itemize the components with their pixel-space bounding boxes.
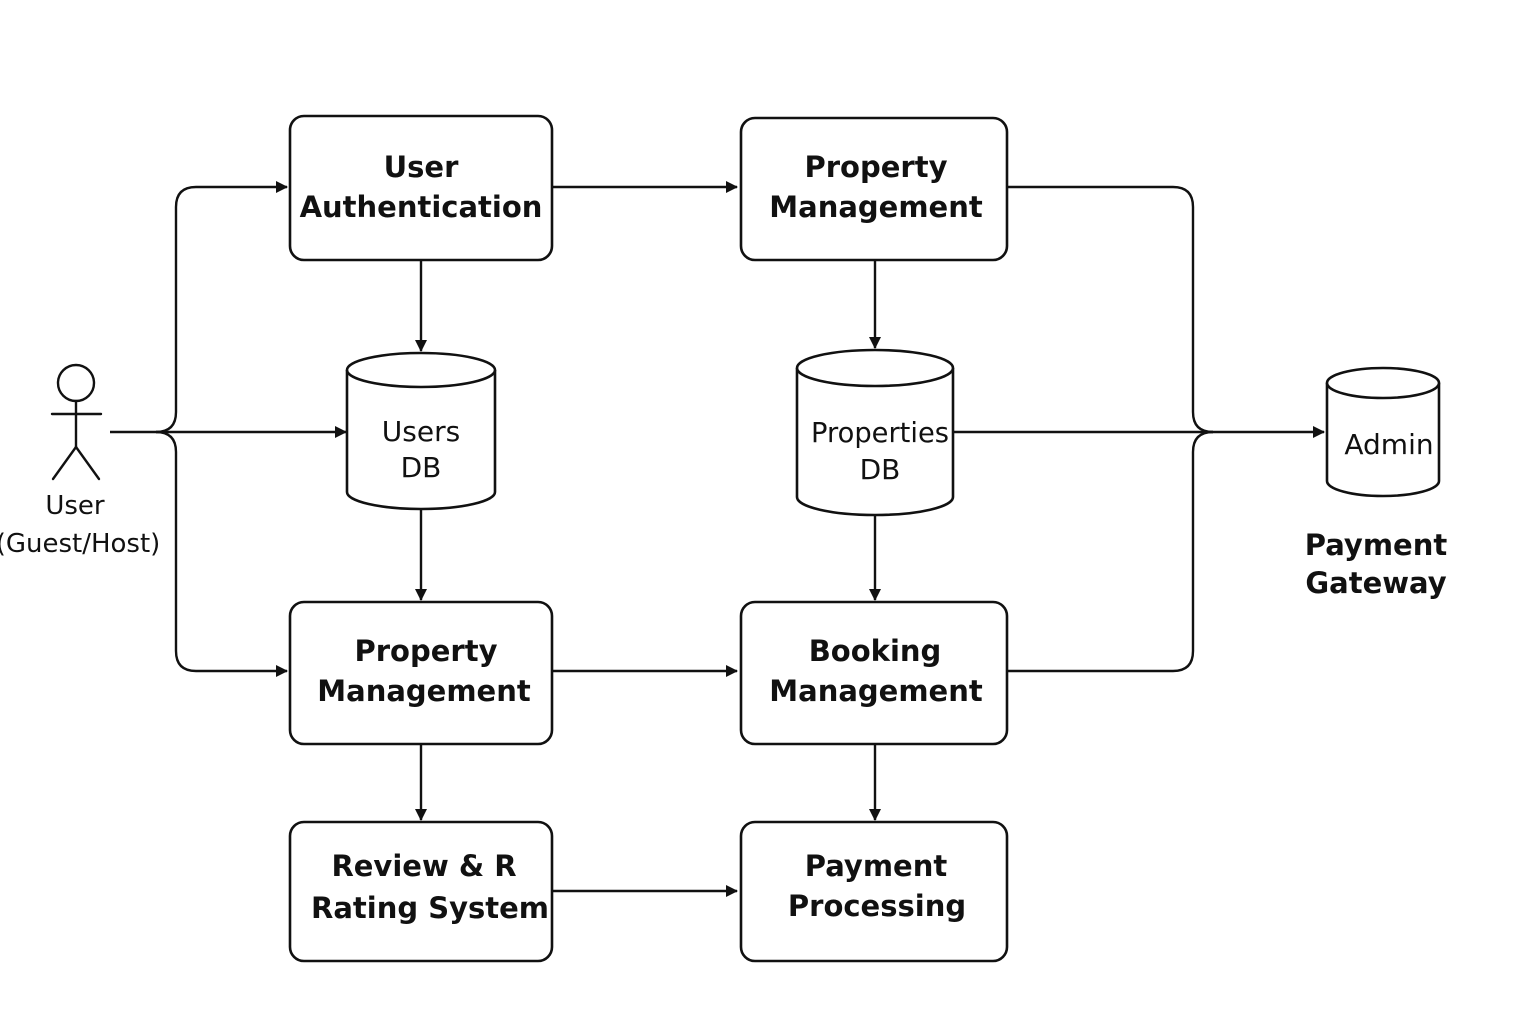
payment-gateway-title: Payment	[1305, 528, 1448, 562]
connectors	[110, 181, 1325, 897]
box-property-management-top: Property Management	[739, 116, 1009, 262]
actor-user: User (Guest/Host)	[0, 363, 160, 559]
database-admin: Admin	[1325, 366, 1441, 498]
database-users-db-subtitle: DB	[401, 451, 442, 484]
database-icon	[345, 351, 497, 511]
box-user-authentication-title: User	[384, 150, 459, 184]
box-review-rating-system: Review & R Rating System	[288, 820, 554, 963]
database-users-db: Users DB	[345, 351, 497, 511]
box-property-management-bottom-title: Property	[355, 634, 498, 668]
database-admin-title: Admin	[1344, 428, 1433, 461]
box-booking-management: Booking Management	[739, 600, 1009, 746]
box-review-rating-system-title: Review & R	[331, 849, 516, 883]
database-icon	[795, 348, 955, 517]
edge-booking-management-to-merge-bus	[1007, 430, 1214, 673]
actor-label: User	[45, 491, 105, 521]
database-properties-db-subtitle: DB	[860, 453, 901, 486]
box-review-rating-system-subtitle: Rating System	[311, 891, 549, 925]
payment-gateway: Payment Gateway	[1305, 528, 1448, 600]
box-property-management-bottom: Property Management	[288, 600, 554, 746]
box-user-authentication: User Authentication	[288, 114, 554, 262]
box-property-management-top-title: Property	[805, 150, 948, 184]
box-property-management-top-subtitle: Management	[769, 190, 983, 224]
edge-actor-to-user-authentication	[155, 181, 288, 434]
box-payment-processing-title: Payment	[805, 849, 948, 883]
box-user-authentication-subtitle: Authentication	[300, 190, 543, 224]
payment-gateway-subtitle: Gateway	[1305, 566, 1446, 600]
database-properties-db-title: Properties	[811, 416, 949, 449]
box-payment-processing-subtitle: Processing	[788, 889, 966, 923]
stick-figure-icon	[50, 363, 103, 481]
box-property-management-bottom-subtitle: Management	[317, 674, 531, 708]
database-properties-db: Properties DB	[795, 348, 955, 517]
database-users-db-title: Users	[382, 415, 460, 448]
edge-actor-to-property-management-bottom	[155, 430, 288, 677]
actor-sublabel: (Guest/Host)	[0, 529, 160, 559]
box-booking-management-subtitle: Management	[769, 674, 983, 708]
box-payment-processing: Payment Processing	[739, 820, 1009, 963]
database-icon	[1325, 366, 1441, 498]
edge-property-management-to-merge-bus	[1007, 185, 1214, 434]
box-booking-management-title: Booking	[809, 634, 942, 668]
